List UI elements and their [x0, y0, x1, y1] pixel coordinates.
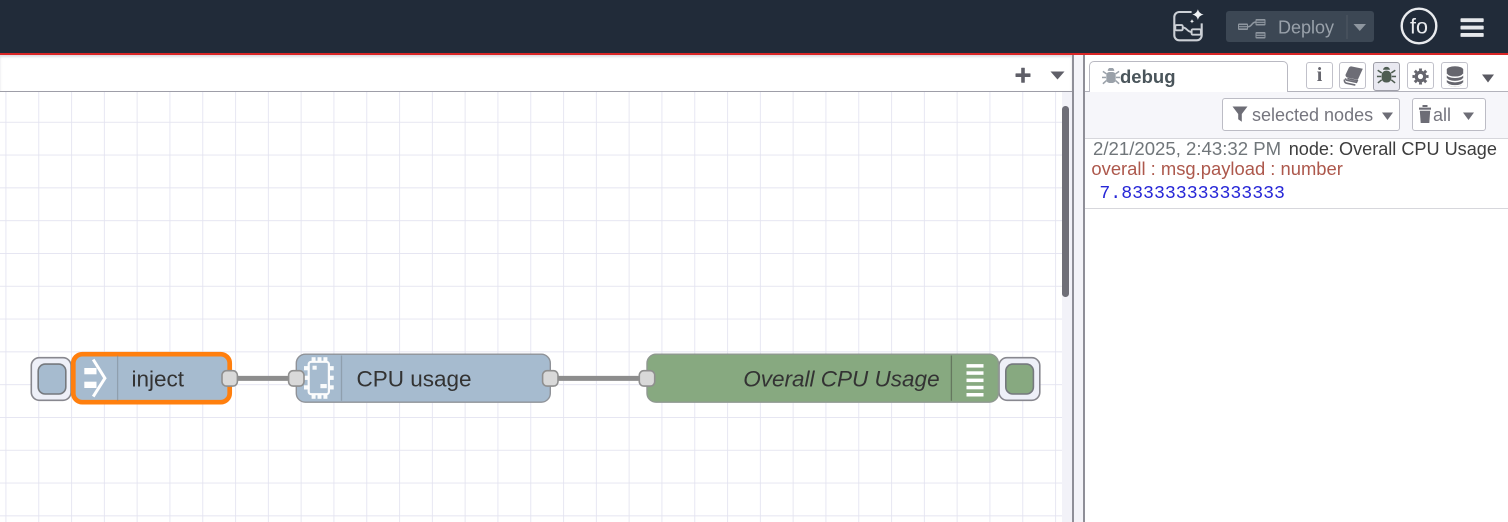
svg-text:fo: fo: [1410, 15, 1428, 39]
svg-text:inject: inject: [132, 367, 185, 392]
svg-text:Deploy: Deploy: [1278, 18, 1334, 38]
svg-text:Overall CPU Usage: Overall CPU Usage: [743, 367, 939, 392]
svg-text:CPU usage: CPU usage: [357, 367, 472, 392]
